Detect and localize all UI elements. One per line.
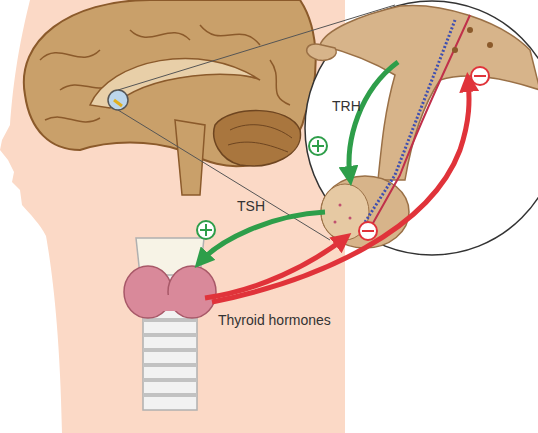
trh-arrow	[349, 62, 398, 178]
cell-dot	[349, 217, 352, 220]
arrow-label: TRH	[332, 98, 361, 114]
tsh-arrow	[200, 212, 325, 262]
thyroid-isthmus	[150, 295, 190, 311]
minus-sign	[362, 230, 374, 232]
portal-vessel	[360, 20, 455, 230]
zoom-spot-mark	[114, 100, 122, 106]
cell-dot	[334, 221, 337, 224]
plus-circle	[197, 221, 215, 239]
optic-chiasm	[307, 44, 337, 60]
pituitary-gland	[321, 176, 409, 248]
neuron	[452, 47, 458, 53]
corpus-callosum	[90, 58, 260, 108]
brain-gyri	[40, 25, 290, 122]
hypothalamus	[320, 5, 538, 180]
magnified-view	[305, 1, 538, 255]
inhibit-symbol	[471, 67, 489, 85]
stimulate-symbol	[197, 221, 215, 239]
minus-circle	[359, 222, 377, 240]
head-silhouette	[0, 0, 345, 433]
arrow-label: TSH	[237, 198, 265, 214]
cell-dot	[339, 204, 342, 207]
minus-circle	[471, 67, 489, 85]
blood-vessel	[368, 15, 470, 232]
neuron	[467, 27, 473, 33]
minus-sign	[474, 75, 486, 77]
cerebellum	[214, 111, 301, 166]
cerebellum-folds	[228, 125, 292, 152]
neck-organs	[124, 238, 216, 410]
hypothalamus-pituitary	[307, 5, 538, 248]
feedback-arrow	[212, 80, 469, 302]
neuron	[487, 42, 493, 48]
inhibit-symbol	[359, 222, 377, 240]
zoom-line	[118, 110, 330, 240]
plus-circle	[309, 137, 327, 155]
arrow-label: Thyroid hormones	[218, 312, 331, 328]
brainstem	[175, 120, 205, 195]
trachea-rings	[143, 320, 197, 395]
zoom-spot	[108, 90, 128, 110]
plus-sign	[200, 224, 212, 236]
stimulate-symbol	[309, 137, 327, 155]
plus-sign	[312, 140, 324, 152]
